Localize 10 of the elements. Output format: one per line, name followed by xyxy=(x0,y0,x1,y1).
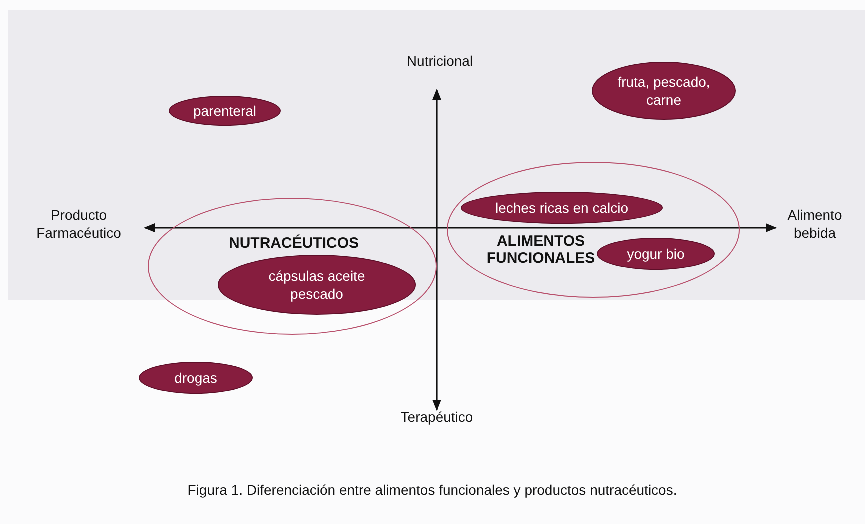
group-heading: NUTRACÉUTICOS xyxy=(228,235,360,252)
axis-label: Nutricional xyxy=(406,52,474,70)
group-heading: ALIMENTOS FUNCIONALES xyxy=(486,233,596,267)
group-ellipse xyxy=(447,162,740,298)
axis-label: Alimento bebida xyxy=(786,206,844,242)
figure-caption: Figura 1. Diferenciación entre alimentos funcionales y productos nutracéuticos. xyxy=(186,481,678,499)
item-ellipse: drogas xyxy=(139,362,253,394)
axis-label: Terapéutico xyxy=(400,408,474,426)
group-ellipse xyxy=(148,198,437,335)
axis-label: Producto Farmacéutico xyxy=(36,206,122,242)
